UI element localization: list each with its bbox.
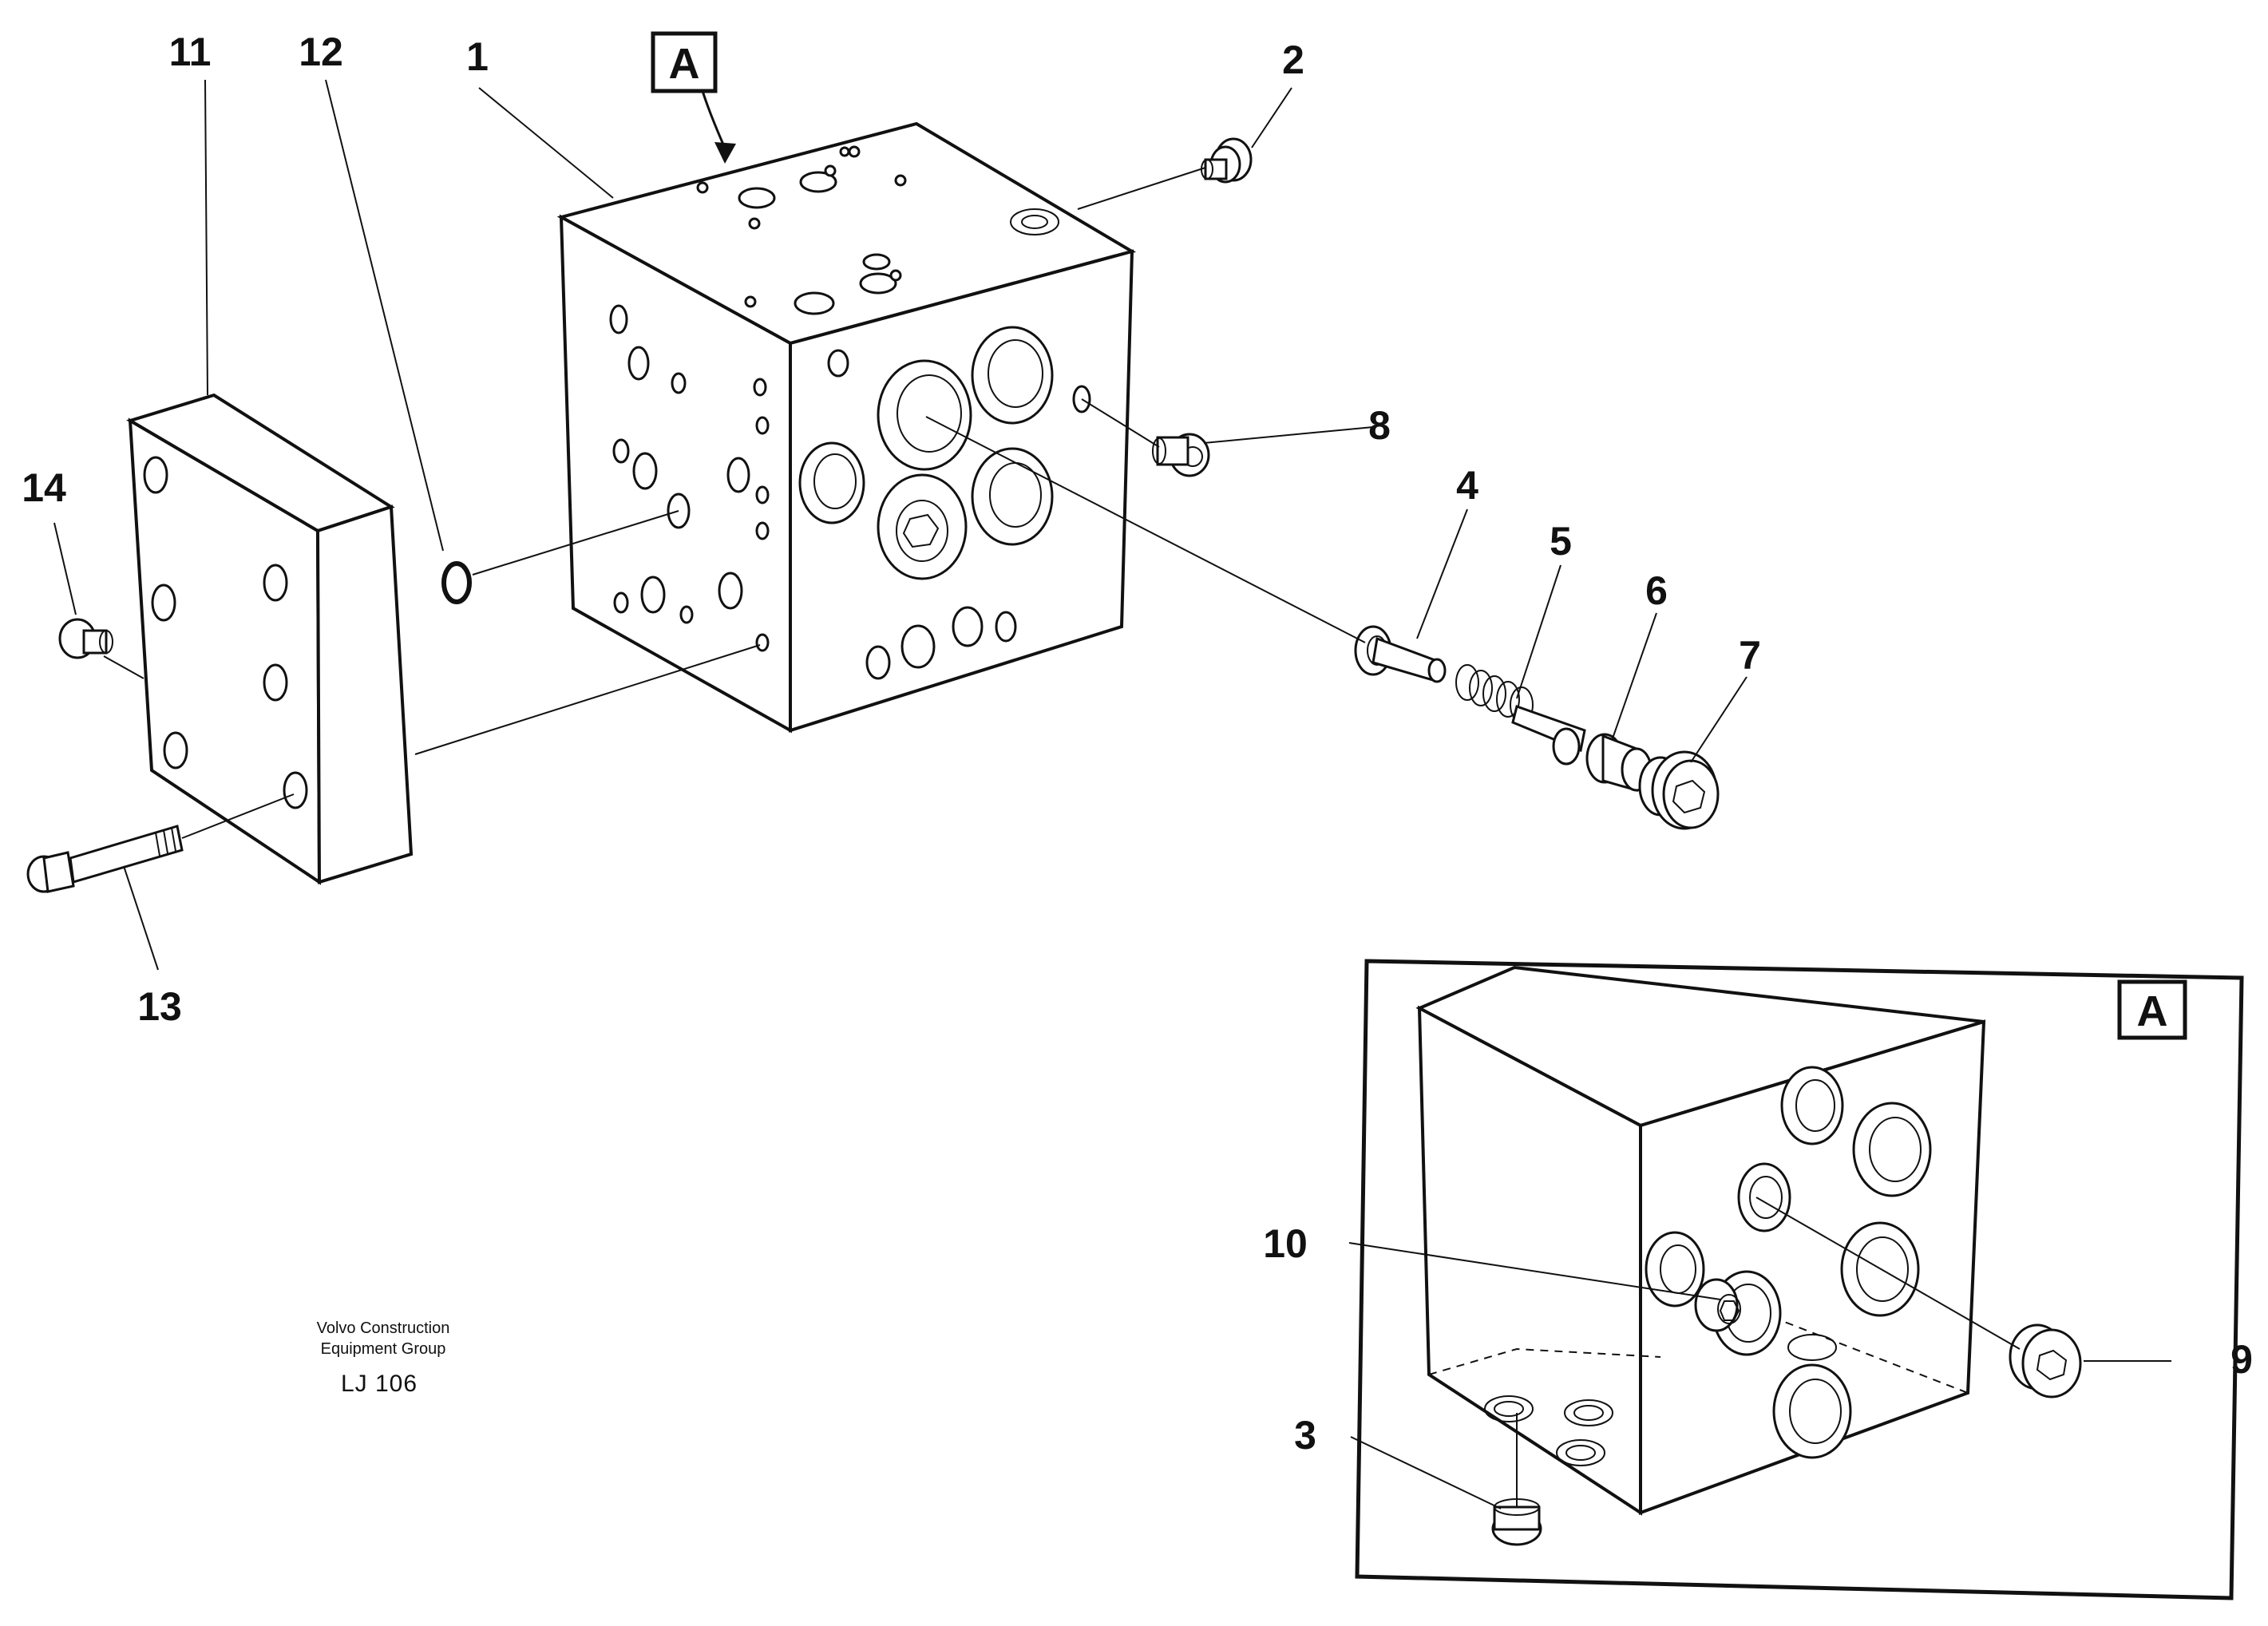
callout-5: 5 — [1550, 519, 1572, 564]
callout-13: 13 — [137, 984, 182, 1029]
callout-8: 8 — [1368, 403, 1391, 448]
plug-14 — [58, 618, 113, 659]
callout-10: 10 — [1263, 1221, 1308, 1266]
callout-6: 6 — [1645, 568, 1668, 613]
arrow-icon — [714, 142, 736, 164]
callout-3: 3 — [1294, 1413, 1316, 1458]
view-a-marker: A — [651, 31, 736, 164]
callout-12: 12 — [299, 30, 343, 74]
callout-2: 2 — [1282, 38, 1304, 82]
callout-14: 14 — [22, 465, 66, 510]
plug-8 — [1152, 433, 1210, 477]
valve-block — [556, 121, 1137, 734]
valve-assembly — [1354, 625, 1720, 830]
footer: Volvo Construction Equipment Group LJ 10… — [317, 1319, 450, 1397]
plug-9 — [2009, 1323, 2082, 1399]
view-a-label: A — [669, 40, 700, 88]
callout-11: 11 — [169, 30, 212, 74]
cover-plate — [126, 393, 414, 885]
plug-2 — [1201, 137, 1253, 184]
company-line-1: Volvo Construction — [317, 1319, 450, 1337]
plug-10 — [1694, 1278, 1741, 1332]
callout-1: 1 — [466, 34, 489, 79]
leader-lines — [53, 79, 2171, 1509]
o-ring — [441, 561, 472, 604]
company-line-2: Equipment Group — [321, 1340, 446, 1358]
callout-7: 7 — [1739, 633, 1761, 678]
callout-9: 9 — [2230, 1337, 2253, 1382]
callouts: 1 2 3 4 5 6 7 8 9 10 11 12 13 14 — [22, 30, 2253, 1458]
detail-view-label: A — [2137, 987, 2168, 1035]
bolt-13 — [26, 825, 184, 893]
drawing-code: LJ 106 — [341, 1371, 418, 1397]
callout-4: 4 — [1456, 463, 1478, 508]
